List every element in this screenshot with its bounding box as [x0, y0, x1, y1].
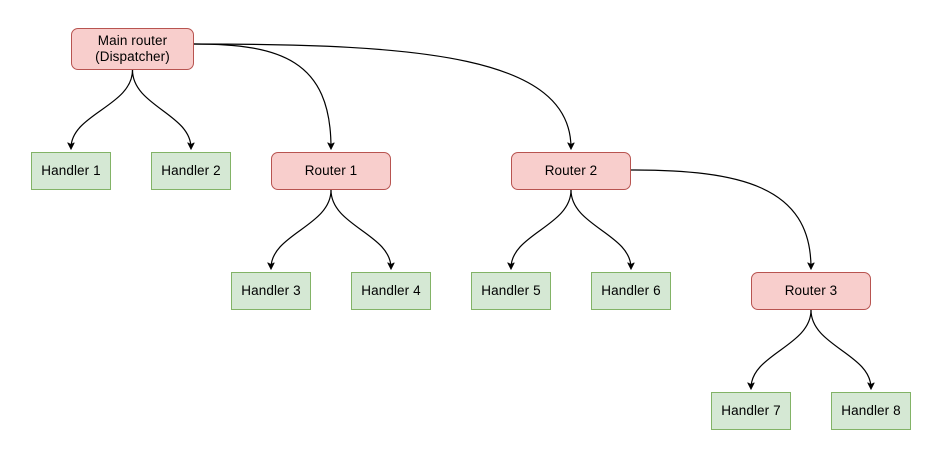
edge-router-3-to-handler-8 [810, 309, 871, 388]
edge-router-1-to-handler-3 [271, 189, 332, 268]
node-label-handler-1: Handler 1 [41, 163, 101, 178]
node-label-router-2: Router 2 [544, 163, 598, 178]
edge-router-2-to-router-3 [630, 169, 811, 268]
node-label-handler-4: Handler 4 [361, 283, 421, 298]
node-handler-5[interactable]: Handler 5 [471, 272, 551, 310]
edge-router-2-to-handler-6 [570, 189, 631, 268]
edge-main-router-to-router-1 [193, 43, 331, 148]
node-label-handler-7: Handler 7 [721, 403, 781, 418]
node-label-handler-2: Handler 2 [161, 163, 221, 178]
edge-main-router-to-router-2 [193, 43, 571, 148]
node-label-handler-6: Handler 6 [601, 283, 661, 298]
node-handler-1[interactable]: Handler 1 [31, 152, 111, 190]
edge-router-3-to-handler-7 [751, 309, 812, 388]
node-handler-6[interactable]: Handler 6 [591, 272, 671, 310]
node-label-handler-5: Handler 5 [481, 283, 541, 298]
edges-group [71, 43, 871, 388]
node-label-router-3: Router 3 [784, 283, 838, 298]
edge-main-router-to-handler-1 [71, 69, 134, 148]
edge-router-2-to-handler-5 [511, 189, 572, 268]
node-handler-7[interactable]: Handler 7 [711, 392, 791, 430]
node-handler-3[interactable]: Handler 3 [231, 272, 311, 310]
node-main-router[interactable]: Main router (Dispatcher) [71, 28, 194, 70]
node-router-2[interactable]: Router 2 [511, 152, 631, 190]
node-label-main-router: Main router (Dispatcher) [95, 33, 170, 64]
node-router-1[interactable]: Router 1 [271, 152, 391, 190]
node-handler-4[interactable]: Handler 4 [351, 272, 431, 310]
node-handler-2[interactable]: Handler 2 [151, 152, 231, 190]
node-handler-8[interactable]: Handler 8 [831, 392, 911, 430]
node-label-handler-3: Handler 3 [241, 283, 301, 298]
node-router-3[interactable]: Router 3 [751, 272, 871, 310]
node-label-handler-8: Handler 8 [841, 403, 901, 418]
node-label-router-1: Router 1 [304, 163, 358, 178]
edge-main-router-to-handler-2 [131, 69, 192, 148]
edge-router-1-to-handler-4 [330, 189, 391, 268]
